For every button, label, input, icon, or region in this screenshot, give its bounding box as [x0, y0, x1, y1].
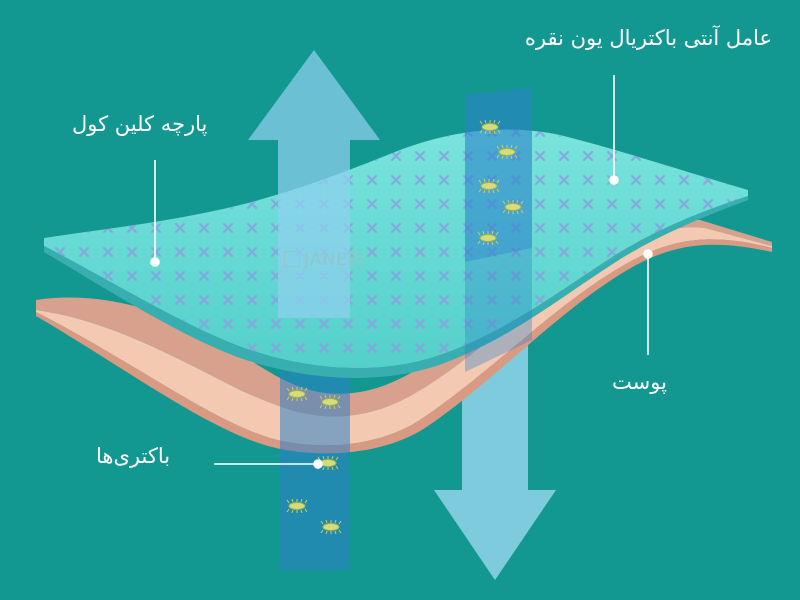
- bacteria-band-middle: [465, 248, 532, 372]
- watermark-logo-icon: [284, 251, 300, 267]
- leader-dot-skin: [643, 249, 653, 259]
- skin-layer: [36, 219, 772, 454]
- bacterium-icon: [319, 394, 341, 410]
- leader-dot-agent: [609, 175, 619, 185]
- leader-dot-bacteria: [313, 459, 323, 469]
- antibacterial-agent-label: عامل آنتی باکتریال یون نقره: [524, 26, 772, 50]
- leader-lines: [150, 75, 653, 469]
- arrow-up-icon: [248, 50, 380, 318]
- bacterium-icon: [477, 230, 499, 246]
- bacterium-icon: [320, 519, 342, 535]
- bacterium-icon: [496, 144, 518, 160]
- watermark-text: JANEBI: [304, 250, 367, 270]
- bacteria-band-upper: [465, 88, 532, 262]
- bacteria-group: [286, 119, 524, 535]
- leader-dot-fabric: [150, 257, 160, 267]
- bacterium-icon: [478, 178, 500, 194]
- fabric-layer: [44, 129, 748, 378]
- bacteria-band-lower: [280, 372, 350, 570]
- bacterium-icon: [286, 386, 308, 402]
- bacterium-icon: [479, 119, 501, 135]
- bacteria-label: باکتری‌ها: [96, 444, 171, 468]
- bacterium-icon: [286, 498, 308, 514]
- skin-label: پوست: [612, 370, 667, 394]
- bacterium-icon: [502, 199, 524, 215]
- watermark: JANEBI: [284, 250, 366, 270]
- fabric-label: پارچه کلین کول: [72, 112, 208, 136]
